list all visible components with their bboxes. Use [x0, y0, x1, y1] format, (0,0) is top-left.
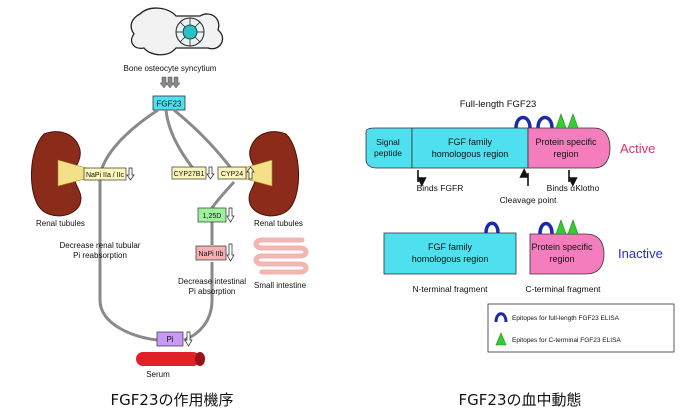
c-terminal-epitope-icon	[567, 113, 579, 129]
cyp24-box	[217, 166, 247, 180]
mechanism-panel: Bone osteocyte syncytium FGF23 Renal tub…	[31, 7, 309, 409]
small-intestine-icon	[253, 237, 309, 275]
full-length-epitope-icon	[484, 221, 500, 234]
n-fragment-label: N-terminal fragment	[412, 284, 488, 294]
signal-label-line1: Signal	[376, 137, 400, 147]
c-terminal-epitope-icon	[555, 113, 567, 129]
napi-kidney-label: NaPi IIa / IIc	[86, 172, 125, 179]
fgf23-box	[152, 95, 186, 111]
circulation-panel: Full-length FGF23 Signal peptide FGF fam…	[365, 99, 675, 409]
bone-icon	[130, 7, 224, 56]
c-terminal-epitope-icon	[555, 219, 567, 235]
renal-effect-line2: Pi reabsorption	[73, 251, 127, 260]
pi-box	[156, 331, 184, 347]
n-fgf-family-line1: FGF family	[428, 242, 472, 252]
fgf-family-line2: homologous region	[432, 149, 509, 159]
full-length-epitope-icon	[514, 115, 532, 129]
down-arrow-icon	[226, 207, 235, 223]
c-protein-specific-line2: region	[549, 254, 574, 264]
down-arrow-icon	[126, 167, 135, 181]
small-intestine-label: Small intestine	[254, 281, 307, 290]
fgf23-box-label: FGF23	[157, 100, 182, 109]
cyp24-label: CYP24	[221, 171, 243, 178]
legend-c-terminal-label: Epitopes for C-terminal FGF23 ELISA	[512, 337, 621, 344]
blood-vessel-icon	[136, 352, 205, 366]
cyp27b1-box	[171, 166, 207, 180]
down-arrow-icon	[206, 166, 215, 180]
full-length-epitope-icon	[538, 221, 554, 235]
legend-full-length-label: Epitopes for full-length FGF23 ELISA	[512, 315, 620, 322]
fgf-homologous-segment	[411, 127, 529, 169]
c-terminal-epitope-icon	[495, 332, 507, 346]
down-arrow-icon	[226, 243, 235, 262]
full-length-title: Full-length FGF23	[460, 99, 537, 110]
active-label: Active	[620, 141, 655, 156]
full-length-epitope-icon	[494, 312, 508, 323]
circulation-caption: FGF23の血中動態	[459, 391, 582, 409]
napi-kidney-box	[83, 167, 127, 181]
intestinal-effect-line1: Decrease intestinal	[178, 277, 246, 286]
full-length-epitope-icon	[536, 115, 554, 129]
napi-intestine-box	[195, 245, 227, 261]
c-terminal-fragment	[529, 233, 605, 275]
c-terminal-epitope-icon	[567, 219, 579, 235]
protein-specific-line2: region	[553, 149, 578, 159]
intestinal-effect-line2: Pi absorption	[189, 287, 236, 296]
kidney-left-icon	[31, 131, 89, 217]
renal-tubules-left-label: Renal tubules	[36, 219, 85, 228]
pathway-lines	[98, 108, 236, 342]
inactive-label: Inactive	[618, 246, 663, 261]
vitamin-d-box	[197, 207, 227, 223]
pi-label: Pi	[166, 335, 173, 344]
renal-tubules-right-label: Renal tubules	[254, 219, 303, 228]
down-arrow-icon	[184, 331, 193, 347]
protein-specific-segment	[527, 127, 611, 169]
c-fragment-label: C-terminal fragment	[525, 284, 601, 294]
c-protein-specific-line1: Protein specific	[531, 242, 593, 252]
secretion-arrows-icon	[159, 76, 181, 89]
vitamin-d-label: 1,25D	[203, 213, 222, 220]
binds-fgfr-label: Binds FGFR	[417, 183, 464, 193]
kidney-right-icon	[241, 131, 299, 217]
mechanism-caption: FGF23の作用機序	[111, 391, 234, 409]
n-terminal-fragment	[383, 232, 517, 275]
up-arrow-icon	[246, 166, 255, 180]
napi-intestine-label: NaPi IIb	[199, 251, 224, 258]
signal-label-line2: peptide	[374, 148, 402, 158]
cleavage-label: Cleavage point	[500, 195, 557, 205]
renal-effect-line1: Decrease renal tubular	[60, 241, 141, 250]
fgf-family-line1: FGF family	[448, 137, 492, 147]
serum-label: Serum	[146, 370, 170, 379]
binds-klotho-label: Binds αKlotho	[547, 183, 600, 193]
cyp27b1-label: CYP27B1	[174, 171, 205, 178]
protein-specific-line1: Protein specific	[535, 137, 597, 147]
n-fgf-family-line2: homologous region	[412, 254, 489, 264]
epitope-legend	[487, 303, 675, 353]
bone-label: Bone osteocyte syncytium	[124, 64, 217, 73]
